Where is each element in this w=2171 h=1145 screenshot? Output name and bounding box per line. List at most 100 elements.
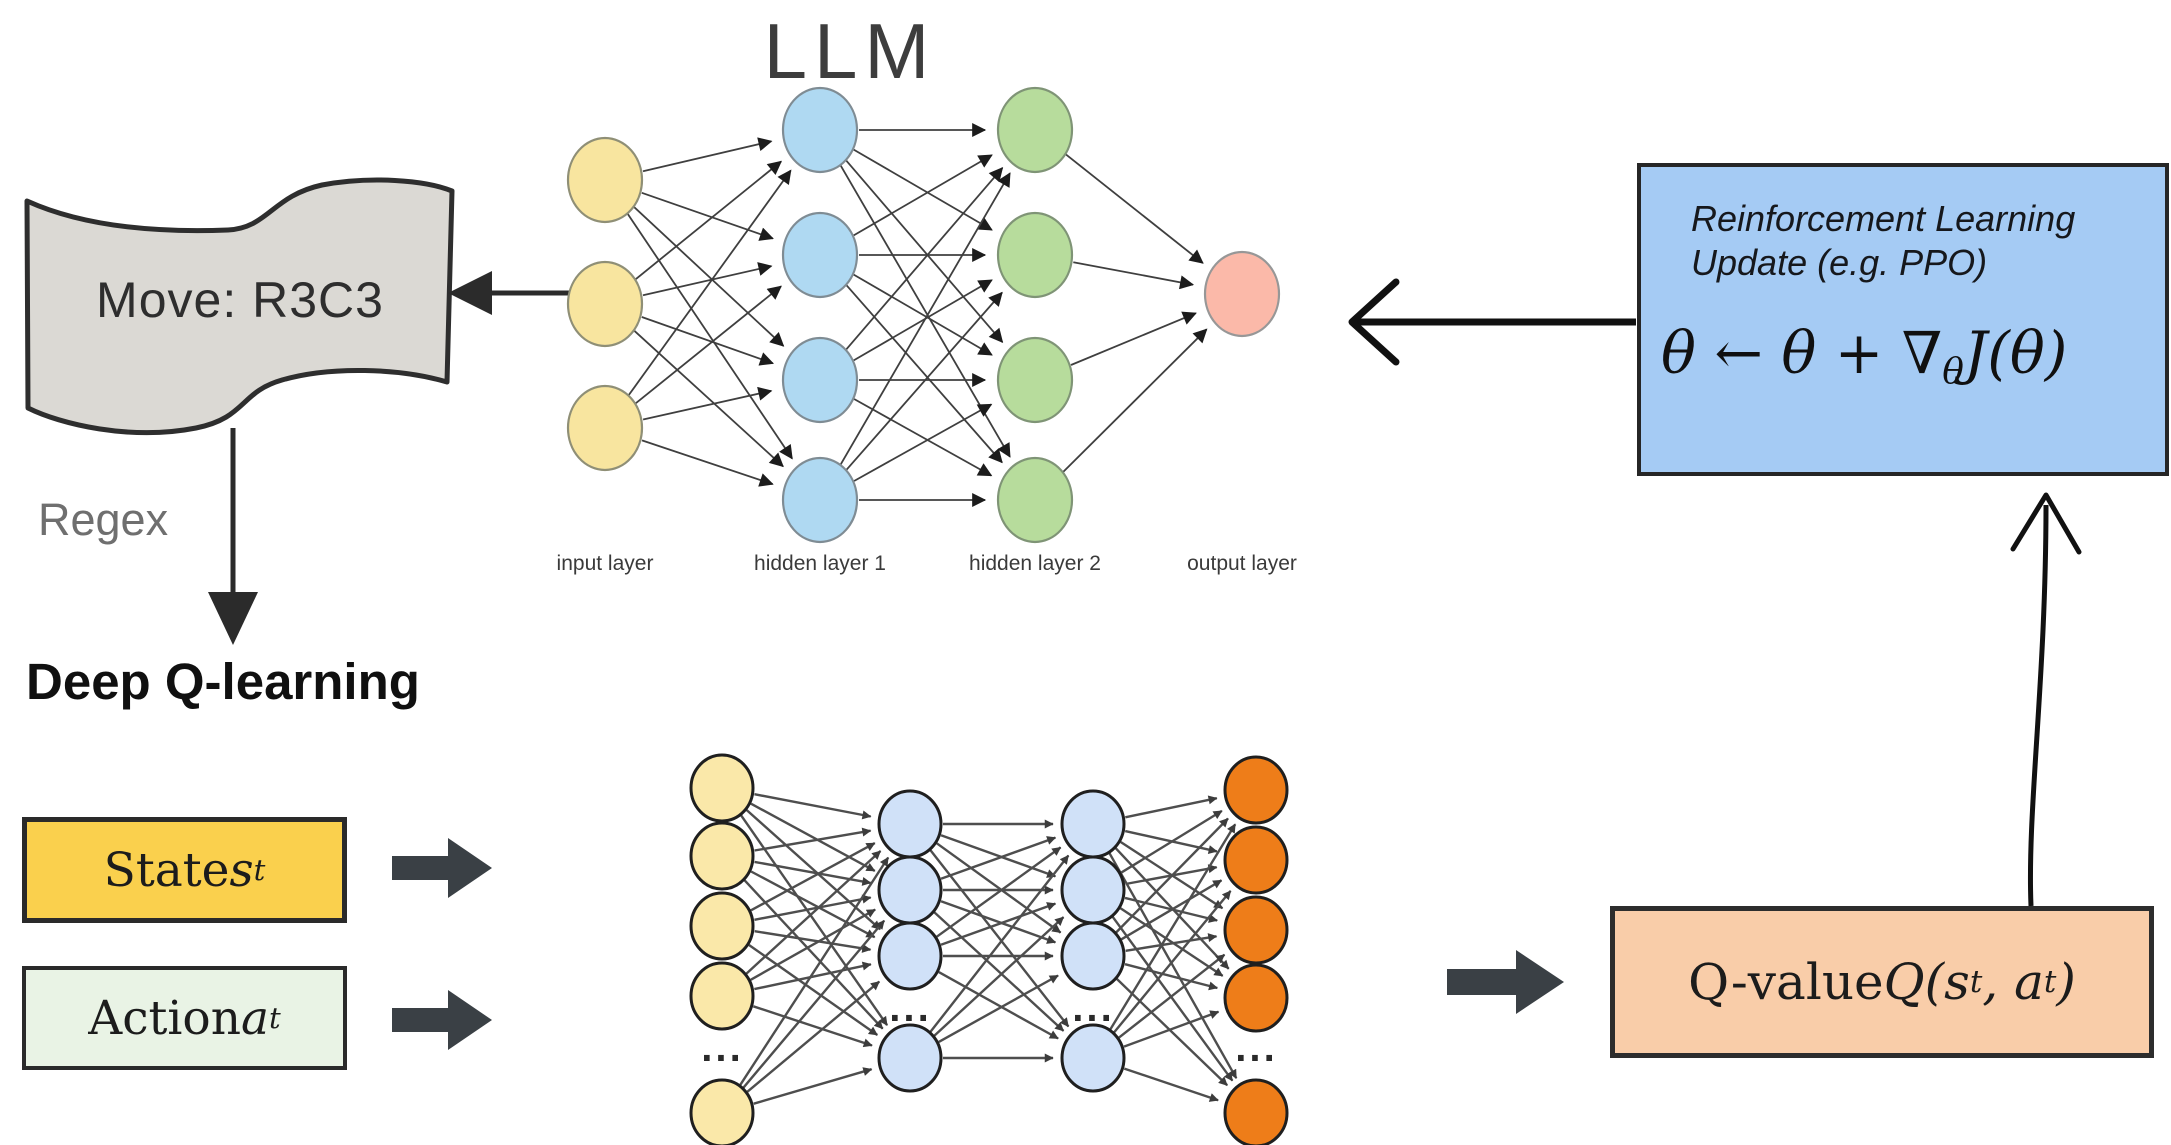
llm-edge xyxy=(838,172,1011,467)
dqn-edge xyxy=(750,870,876,939)
dqn-hidden-1-node xyxy=(877,1023,943,1093)
dqn-edge xyxy=(754,930,872,953)
llm-hidden-layer-1-node xyxy=(781,86,859,174)
dqn-edge xyxy=(938,974,1059,1043)
llm-network xyxy=(566,86,1281,544)
dqn-output-node xyxy=(1223,963,1289,1033)
llm-edge xyxy=(844,167,1004,351)
llm-hidden-layer-2-node xyxy=(996,456,1074,544)
dqn-edge xyxy=(936,842,1062,934)
dqn-hidden-2-node xyxy=(1060,789,1126,859)
dqn-edge xyxy=(746,980,881,1093)
llm-hidden-layer-1-node xyxy=(781,336,859,424)
llm-edge xyxy=(634,285,782,405)
label-input-layer: input layer xyxy=(556,552,654,575)
llm-edge xyxy=(845,291,1003,472)
ellipsis-dots: ... xyxy=(889,991,931,1029)
qvalue-sub-a: t xyxy=(2043,964,2057,1000)
label-hidden-layer-2: hidden layer 2 xyxy=(969,552,1101,575)
dqn-hidden-2-node xyxy=(1060,855,1126,925)
regex-arrow xyxy=(208,428,258,645)
llm-hidden-layer-1-node xyxy=(781,456,859,544)
regex-label: Regex xyxy=(38,494,169,545)
state-block-arrow xyxy=(392,838,492,898)
rl-to-llm-arrow xyxy=(1348,278,1636,366)
qvalue-math-open: Q(s xyxy=(1883,953,1970,1011)
dqn-input-node xyxy=(689,753,755,823)
dqn-hidden-1-node xyxy=(877,855,943,925)
dqn-edge xyxy=(1125,933,1218,952)
llm-title: LLM xyxy=(763,6,937,95)
llm-edge xyxy=(642,262,773,297)
dqn-edge xyxy=(752,1005,873,1048)
move-note-shape xyxy=(24,177,455,436)
dqn-edge xyxy=(1119,907,1224,977)
action-label: Action xyxy=(88,990,241,1046)
dqn-edge xyxy=(1115,978,1229,1087)
dqn-edge xyxy=(754,961,872,991)
qvalue-sub-s: t xyxy=(1969,964,1983,1000)
dqn-output-node xyxy=(1223,825,1289,895)
llm-hidden-layer-1-node xyxy=(781,211,859,299)
qvalue-label: Q-value xyxy=(1688,953,1884,1011)
dqn-edge xyxy=(750,908,876,981)
formula-part1: θ ← θ + ∇ xyxy=(1661,318,1943,387)
llm-edge xyxy=(634,160,783,281)
move-note-text: Move: R3C3 xyxy=(96,272,384,328)
dqn-hidden-1-node xyxy=(877,921,943,991)
dqn-edge xyxy=(938,971,1059,1040)
llm-edge xyxy=(642,137,773,173)
action-sub: t xyxy=(269,1001,281,1035)
dqn-edge xyxy=(754,860,872,886)
dqn-edge xyxy=(745,850,882,975)
llm-output-layer-node xyxy=(1203,250,1281,338)
dqn-output-node xyxy=(1223,1078,1289,1145)
dqn-edge xyxy=(929,854,1070,1033)
llm-edge xyxy=(627,169,792,397)
llm-input-layer-node xyxy=(566,136,644,224)
rl-update-formula: θ ← θ + ∇θJ(θ) xyxy=(1661,319,2155,392)
qvalue-to-rl-arrow xyxy=(2010,492,2082,907)
llm-edge xyxy=(641,316,775,366)
ellipsis-dots: ... xyxy=(1235,1031,1277,1069)
llm-hidden-layer-2-node xyxy=(996,86,1074,174)
dqn-edge xyxy=(1109,823,1237,1031)
ellipsis-dots: ... xyxy=(1072,991,1114,1029)
dqn-edge xyxy=(745,809,881,931)
qvalue-math-close: ) xyxy=(2056,953,2076,1011)
dqn-edge xyxy=(1120,879,1223,941)
rl-title-line1: Reinforcement Learning xyxy=(1691,198,2076,239)
formula-part2: J(θ) xyxy=(1963,318,2068,387)
dqn-edge xyxy=(933,916,1065,1037)
llm-edge xyxy=(632,205,785,347)
llm-edge xyxy=(625,211,793,460)
dqn-edge xyxy=(940,836,1057,880)
dqn-edge xyxy=(940,902,1057,946)
llm-edge xyxy=(844,159,1004,343)
label-hidden-layer-1: hidden layer 1 xyxy=(754,552,886,575)
dqn-input-node xyxy=(689,1078,755,1145)
dqn-edge xyxy=(936,846,1062,938)
dqn-network: ............ xyxy=(689,753,1289,1145)
llm-edge xyxy=(1073,261,1195,290)
dqn-edge xyxy=(754,793,872,820)
dqn-edge xyxy=(753,1067,873,1105)
state-box: State s t xyxy=(22,817,347,923)
state-sub: t xyxy=(253,853,266,887)
rl-title-line2: Update (e.g. PPO) xyxy=(1691,241,1988,283)
llm-edge xyxy=(1065,153,1204,264)
action-var: a xyxy=(241,990,270,1046)
dqn-edge xyxy=(929,849,1070,1028)
llm-hidden-layer-2-node xyxy=(996,336,1074,424)
llm-edge xyxy=(1061,328,1208,474)
dqn-edge xyxy=(940,834,1057,878)
llm-edge xyxy=(853,398,993,477)
dqn-input-node xyxy=(689,821,755,891)
dqn-edge xyxy=(1125,795,1218,819)
dqn-edge xyxy=(754,827,872,852)
llm-edge xyxy=(838,163,1011,458)
dqn-edge xyxy=(754,894,872,921)
llm-edge xyxy=(853,273,993,356)
